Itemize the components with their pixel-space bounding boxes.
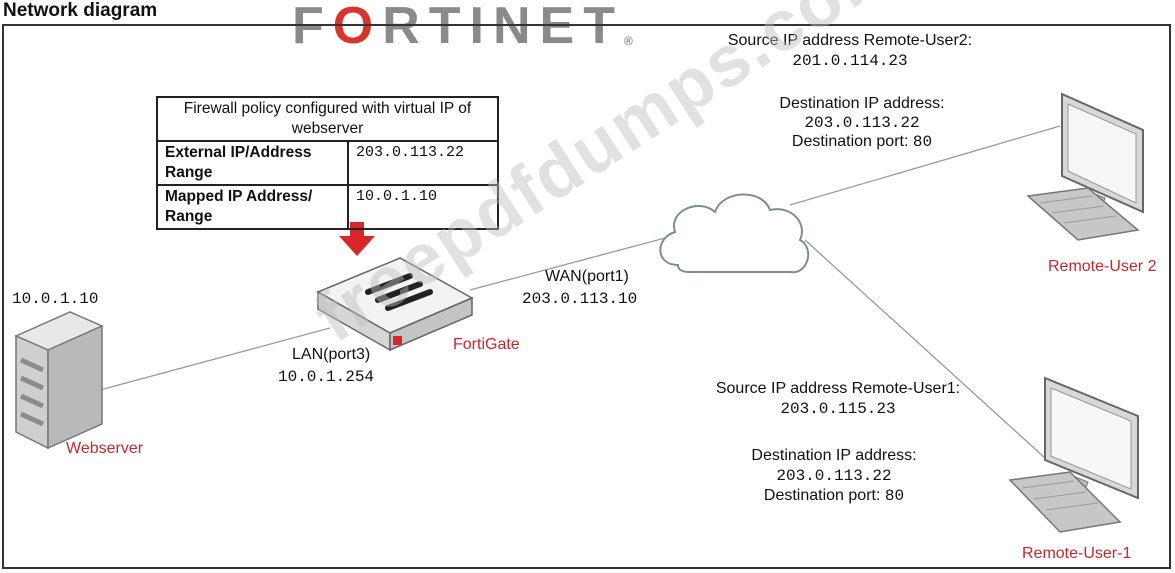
dest-ip-label: Destination IP address: bbox=[751, 447, 917, 464]
logo-o: O bbox=[332, 0, 383, 55]
webserver-icon bbox=[14, 311, 104, 450]
wan-port-name: WAN(port1) bbox=[545, 268, 629, 285]
fortinet-logo: FORTINET® bbox=[292, 0, 633, 56]
lan-port-ip: 10.0.1.254 bbox=[278, 368, 375, 386]
logo-rest: RTINET bbox=[382, 0, 624, 55]
diagram-frame bbox=[2, 24, 1171, 569]
dest-ip-value: 203.0.113.22 bbox=[804, 114, 920, 132]
dest-port-value: 80 bbox=[884, 487, 905, 505]
source-ip-label: Source IP address Remote-User2: bbox=[727, 32, 973, 49]
link-webserver-fortigate bbox=[99, 327, 331, 391]
remote-user2-computer-icon bbox=[1026, 92, 1144, 241]
dest-port-label: Destination port: bbox=[763, 487, 881, 504]
dest-ip-label: Destination IP address: bbox=[779, 95, 945, 112]
logo-f: F bbox=[292, 0, 333, 55]
table-row: External IP/Address Range 203.0.113.22 bbox=[156, 140, 499, 186]
remote-user2-destination: Destination IP address: 203.0.113.22 Des… bbox=[712, 95, 1012, 151]
diagram-title: Network diagram bbox=[3, 0, 158, 21]
dest-port: Destination port: 80 bbox=[684, 487, 984, 505]
remote-user1-info: Source IP address Remote-User1: 203.0.11… bbox=[683, 380, 993, 418]
source-ip-label: Source IP address Remote-User1: bbox=[715, 380, 961, 397]
remote-user2-label: Remote-User 2 bbox=[1048, 258, 1157, 275]
internet-cloud-icon bbox=[659, 193, 810, 274]
remote-user1-label: Remote-User-1 bbox=[1022, 545, 1132, 562]
firewall-policy-table: Firewall policy configured with virtual … bbox=[156, 96, 499, 230]
fortigate-device-icon bbox=[316, 257, 474, 352]
link-cloud-remote-user1 bbox=[804, 239, 1046, 459]
remote-user1-destination: Destination IP address: 203.0.113.22 Des… bbox=[684, 447, 984, 505]
link-fortigate-cloud bbox=[469, 237, 666, 291]
webserver-ip: 10.0.1.10 bbox=[12, 290, 99, 308]
link-cloud-remote-user2 bbox=[789, 125, 1061, 206]
dest-port-label: Destination port: bbox=[791, 133, 909, 150]
dest-port: Destination port: 80 bbox=[712, 133, 1012, 151]
policy-key: Mapped IP Address/ Range bbox=[156, 184, 349, 230]
policy-value: 203.0.113.22 bbox=[347, 140, 499, 186]
table-row: Mapped IP Address/ Range 10.0.1.10 bbox=[156, 184, 499, 230]
remote-user2-info: Source IP address Remote-User2: 201.0.11… bbox=[700, 32, 1000, 70]
source-ip-value: 203.0.115.23 bbox=[780, 400, 896, 418]
remote-user1-computer-icon bbox=[1008, 376, 1139, 533]
policy-value: 10.0.1.10 bbox=[347, 184, 499, 230]
dest-port-value: 80 bbox=[912, 133, 933, 151]
fortigate-label: FortiGate bbox=[453, 336, 520, 353]
policy-key: External IP/Address Range bbox=[156, 140, 349, 186]
webserver-label: Webserver bbox=[66, 440, 144, 457]
source-ip-value: 201.0.114.23 bbox=[792, 52, 908, 70]
policy-table-header: Firewall policy configured with virtual … bbox=[156, 96, 499, 142]
logo-registered: ® bbox=[623, 34, 633, 48]
wan-port-ip: 203.0.113.10 bbox=[522, 290, 638, 308]
dest-ip-value: 203.0.113.22 bbox=[776, 467, 892, 485]
lan-port-name: LAN(port3) bbox=[292, 346, 371, 363]
